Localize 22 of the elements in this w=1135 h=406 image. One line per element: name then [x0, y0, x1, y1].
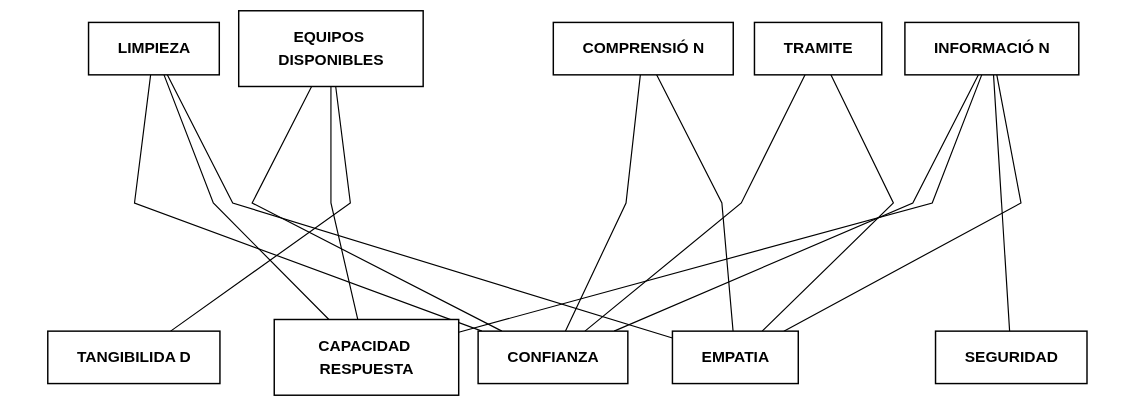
connector [993, 74, 1011, 332]
node-box: TANGIBILIDA D [47, 330, 221, 385]
node-box: EQUIPOS DISPONIBLES [238, 10, 424, 88]
connector [783, 74, 1022, 332]
node-box: CONFIANZA [477, 330, 629, 385]
connector [761, 74, 895, 332]
connector [163, 74, 330, 321]
node-box: INFORMACIÓ N [904, 21, 1080, 76]
node-box: CAPACIDAD RESPUESTA [273, 318, 460, 396]
node-box: COMPRENSIÓ N [552, 21, 735, 76]
node-box: EMPATIA [671, 330, 800, 385]
connector [330, 85, 359, 321]
connector [584, 74, 806, 332]
connector [656, 74, 734, 332]
connector [613, 74, 980, 332]
connector [170, 85, 352, 332]
node-box: TRAMITE [753, 21, 883, 76]
connector [458, 74, 983, 333]
connector [564, 74, 642, 332]
connector [251, 85, 503, 332]
node-box: SEGURIDAD [934, 330, 1088, 385]
node-box: LIMPIEZA [87, 21, 221, 76]
